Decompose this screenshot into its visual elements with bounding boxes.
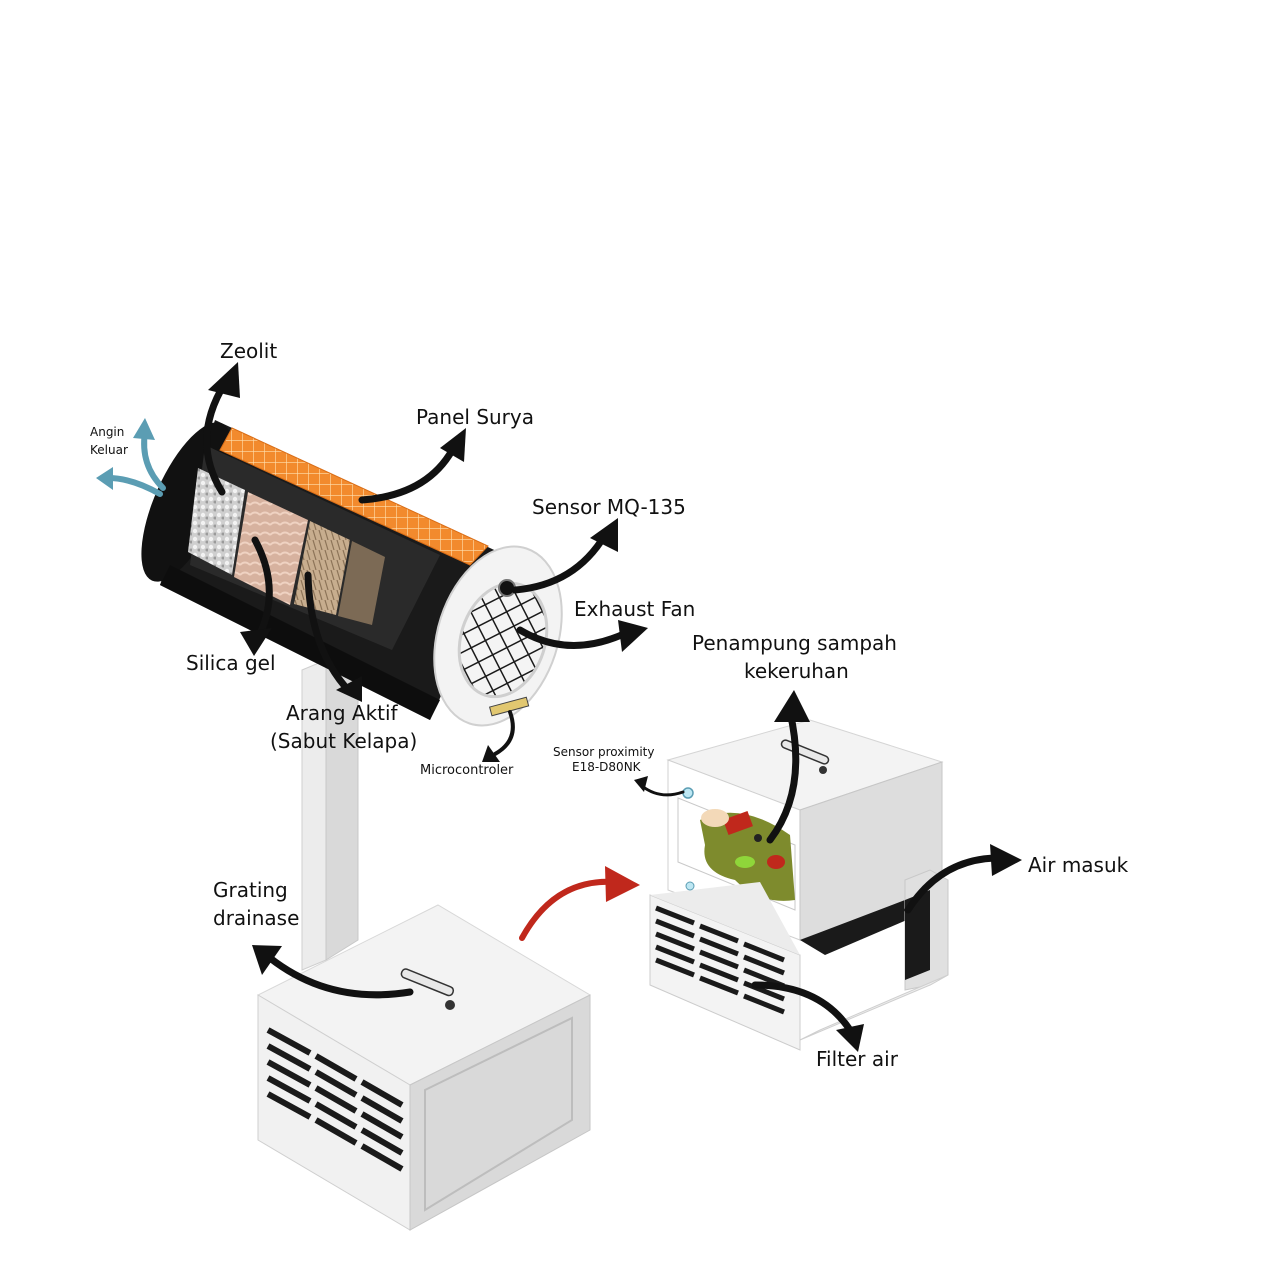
- label-penampung-2: kekeruhan: [744, 659, 849, 683]
- arrow-sensor-mq135: [511, 531, 609, 594]
- arrow-penampung: [766, 708, 800, 844]
- label-arang-aktif-2: (Sabut Kelapa): [270, 729, 417, 753]
- label-zeolit: Zeolit: [220, 339, 277, 363]
- panel-surya-strip: [219, 427, 489, 566]
- angin-keluar-arrows: [105, 429, 166, 497]
- arrow-zeolit: [203, 379, 229, 496]
- filter-vent-slats: [655, 905, 785, 1015]
- arrow-proximity: [640, 784, 685, 797]
- transition-arrow-red: [519, 866, 640, 941]
- filter-air-box: [649, 881, 801, 1051]
- air-filter-cylinder: [141, 420, 505, 720]
- arrow-filter-air: [751, 981, 854, 1034]
- label-exhaust-fan: Exhaust Fan: [574, 597, 695, 621]
- label-sensor-mq135: Sensor MQ-135: [532, 495, 686, 519]
- angin-keluar-heads: [96, 418, 155, 490]
- grating-vent-slats: [266, 1027, 404, 1172]
- label-grating-2: drainase: [213, 906, 299, 930]
- label-penampung-1: Penampung sampah: [692, 631, 897, 655]
- label-arang-aktif-1: Arang Aktif: [286, 701, 399, 725]
- proximity-sensor-dot: [682, 787, 694, 799]
- label-air-masuk: Air masuk: [1028, 853, 1129, 877]
- label-angin-keluar-2: Keluar: [90, 443, 128, 457]
- label-panel-surya: Panel Surya: [416, 405, 534, 429]
- arrow-silica-gel: [251, 536, 273, 642]
- label-silica-gel: Silica gel: [186, 651, 276, 675]
- arrow-heads: [208, 362, 1022, 1052]
- arrow-arang-aktif: [304, 571, 354, 696]
- label-angin-keluar-1: Angin: [90, 425, 124, 439]
- label-filter-air: Filter air: [816, 1047, 899, 1071]
- grating-drainase-box: [256, 904, 592, 1231]
- arrow-panel-surya: [358, 441, 459, 504]
- label-grating-1: Grating: [213, 878, 288, 902]
- support-pole: [301, 659, 359, 971]
- label-sensor-proximity-2: E18-D80NK: [572, 760, 642, 774]
- penampung-sampah-box: [666, 719, 944, 941]
- arrow-exhaust-fan: [516, 626, 632, 649]
- zeolit-layer: [188, 468, 245, 575]
- label-microcontroler: Microcontroler: [420, 763, 514, 778]
- arrow-microcontroler: [493, 710, 515, 756]
- arrow-air-masuk: [904, 854, 999, 914]
- arrow-grating: [266, 954, 414, 999]
- callout-arrows: [203, 379, 999, 1034]
- label-sensor-proximity-1: Sensor proximity: [553, 745, 654, 759]
- silica-gel-layer: [234, 492, 308, 605]
- grating-handle: [400, 968, 455, 1010]
